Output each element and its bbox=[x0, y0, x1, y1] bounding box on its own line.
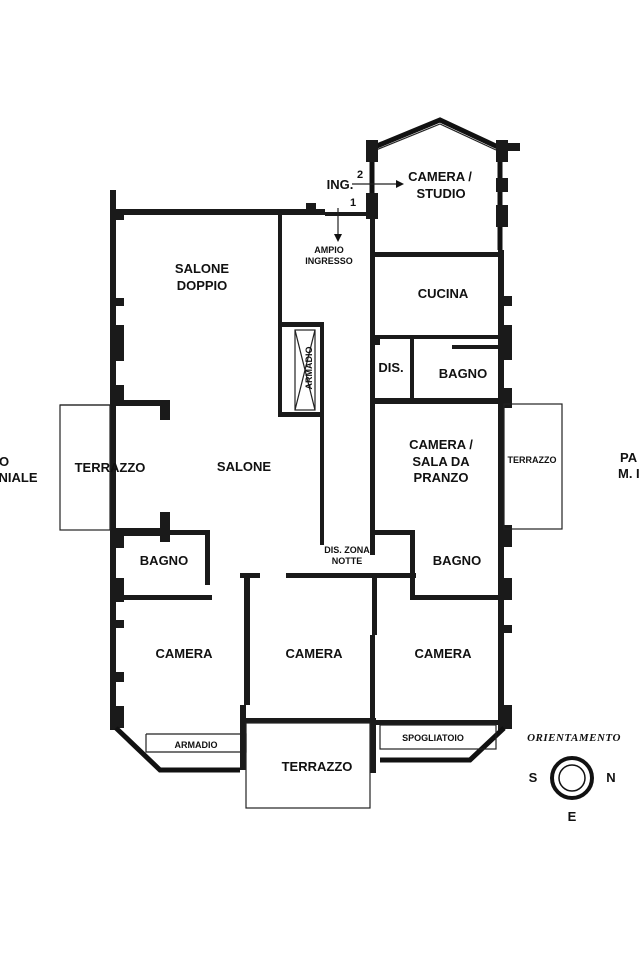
svg-text:O: O bbox=[0, 454, 9, 469]
room-terrazzo-south: TERRAZZO bbox=[282, 759, 353, 774]
entrance-label: ING. bbox=[327, 177, 354, 192]
room-armadio-ingresso: ARMADIO bbox=[304, 347, 314, 390]
room-ampio-ingresso: AMPIO INGRESSO bbox=[305, 245, 353, 266]
svg-text:PRANZO: PRANZO bbox=[414, 470, 469, 485]
room-spogliatoio: SPOGLIATOIO bbox=[402, 733, 464, 743]
room-camera-mid: CAMERA bbox=[285, 646, 343, 661]
svg-text:AMPIO: AMPIO bbox=[314, 245, 344, 255]
room-bagno-sw: BAGNO bbox=[140, 553, 188, 568]
svg-text:CAMERA /: CAMERA / bbox=[409, 437, 473, 452]
walls bbox=[110, 117, 520, 773]
compass: ORIENTAMENTO S N E bbox=[527, 732, 621, 824]
room-bagno-se: BAGNO bbox=[433, 553, 481, 568]
entrance-arrows bbox=[334, 180, 404, 242]
room-salone: SALONE bbox=[217, 459, 272, 474]
svg-text:DIS. ZONA: DIS. ZONA bbox=[324, 545, 370, 555]
terraces bbox=[59, 403, 563, 809]
svg-text:M. I: M. I bbox=[618, 466, 639, 481]
room-cucina: CUCINA bbox=[418, 286, 469, 301]
svg-text:NIALE: NIALE bbox=[0, 470, 38, 485]
room-camera-sw: CAMERA bbox=[155, 646, 213, 661]
compass-title: ORIENTAMENTO bbox=[527, 732, 621, 744]
svg-text:STUDIO: STUDIO bbox=[416, 186, 465, 201]
compass-outer-ring bbox=[550, 756, 594, 800]
compass-inner-ring bbox=[558, 764, 586, 792]
compass-south-label: E bbox=[568, 809, 577, 824]
room-dis-zona-notte: DIS. ZONA NOTTE bbox=[324, 545, 370, 566]
door-2-label: 2 bbox=[357, 169, 363, 181]
room-salone-doppio: SALONE DOPPIO bbox=[175, 261, 230, 293]
room-camera-studio: CAMERA / STUDIO bbox=[408, 169, 472, 201]
room-camera-se: CAMERA bbox=[414, 646, 472, 661]
compass-east-label: N bbox=[606, 770, 615, 785]
room-bagno-north: BAGNO bbox=[439, 366, 487, 381]
svg-text:NOTTE: NOTTE bbox=[332, 556, 363, 566]
door-1-label: 1 bbox=[350, 197, 356, 209]
room-camera-sala-pranzo: CAMERA / SALA DA PRANZO bbox=[409, 437, 473, 485]
svg-text:PA: PA bbox=[620, 450, 638, 465]
room-armadio-sw: ARMADIO bbox=[175, 740, 218, 750]
room-dis: DIS. bbox=[378, 360, 403, 375]
svg-text:DOPPIO: DOPPIO bbox=[177, 278, 228, 293]
room-terrazzo-east: TERRAZZO bbox=[508, 455, 557, 465]
side-label-right: PA M. I bbox=[618, 450, 639, 481]
side-label-left: O NIALE bbox=[0, 454, 38, 485]
compass-west-label: S bbox=[529, 770, 538, 785]
svg-text:SALONE: SALONE bbox=[175, 261, 230, 276]
room-terrazzo-west: TERRAZZO bbox=[75, 460, 146, 475]
svg-text:SALA DA: SALA DA bbox=[412, 454, 470, 469]
svg-text:CAMERA /: CAMERA / bbox=[408, 169, 472, 184]
svg-text:INGRESSO: INGRESSO bbox=[305, 256, 353, 266]
